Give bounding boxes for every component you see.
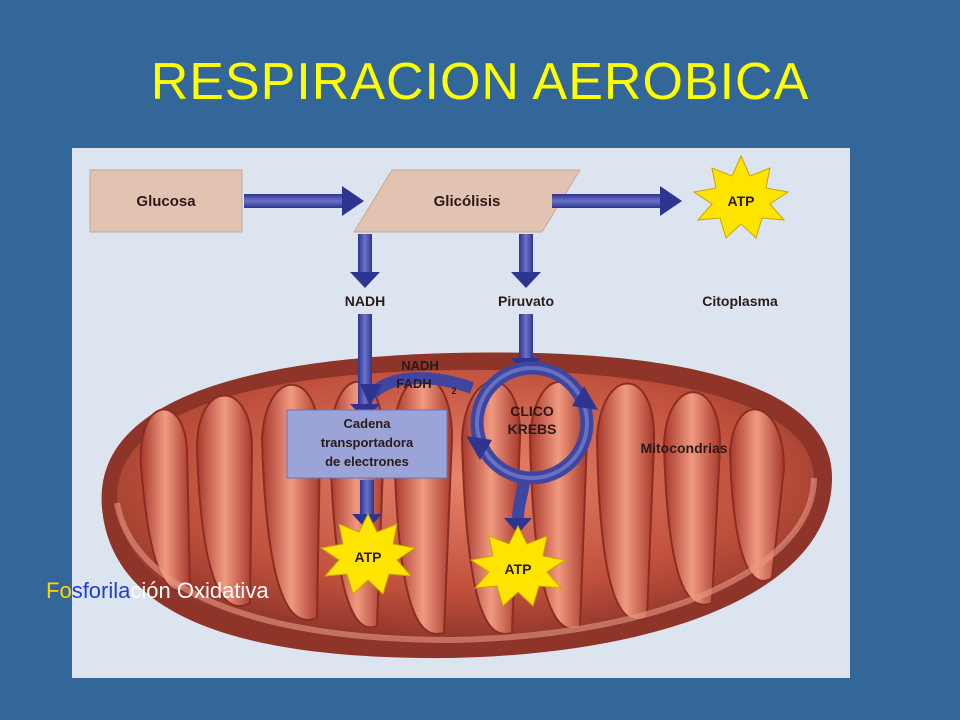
- fadh-label: FADH: [396, 376, 431, 391]
- glucosa-label: Glucosa: [136, 193, 196, 210]
- arrow-glicolisis-atp: [552, 186, 682, 216]
- glicolisis-box: [353, 169, 581, 233]
- nadh-label: NADH: [345, 293, 385, 309]
- atp-top-label: ATP: [728, 193, 755, 209]
- fadh-subscript: 2: [451, 386, 456, 396]
- piruvato-label: Piruvato: [498, 293, 554, 309]
- arrow-to-piruvato: [511, 234, 541, 288]
- atp-left-label: ATP: [355, 549, 382, 565]
- citoplasma-label: Citoplasma: [702, 293, 778, 309]
- mitocondrias-label: Mitocondrias: [640, 440, 727, 456]
- krebs-cycle-ring: [466, 361, 598, 485]
- glucosa-box: [89, 169, 243, 233]
- ciclo-line2: KREBS: [507, 421, 556, 437]
- nadh2-label: NADH: [401, 358, 439, 373]
- cadena-line1: Cadena: [344, 416, 392, 431]
- atp-star-top: ATP: [692, 154, 790, 239]
- atp-star-left: ATP: [319, 512, 417, 595]
- cadena-box: [286, 409, 448, 479]
- arrow-krebs-to-chain: [360, 372, 474, 406]
- respiration-diagram: Glucosa Glicólisis ATP NADH Piruvato Cit: [89, 154, 832, 659]
- caption-part2: sforila: [71, 578, 131, 603]
- cadena-line3: de electrones: [325, 454, 409, 469]
- cadena-line2: transportadora: [321, 435, 414, 450]
- mitochondrion: [101, 352, 832, 659]
- caption-part3: ción Oxidativa: [130, 578, 269, 603]
- arrow-to-nadh: [350, 234, 380, 288]
- caption-part1: Fo: [46, 578, 72, 603]
- arrow-glucosa-glicolisis: [244, 186, 364, 216]
- atp-star-right: ATP: [469, 524, 567, 607]
- slide-title: RESPIRACION AEROBICA: [150, 53, 810, 111]
- caption-fosforilacion: Fosforilación Oxidativa: [46, 578, 269, 604]
- glicolisis-label: Glicólisis: [434, 193, 501, 210]
- atp-right-label: ATP: [505, 561, 532, 577]
- diagram-figure: Glucosa Glicólisis ATP NADH Piruvato Cit: [72, 148, 850, 678]
- ciclo-line1: CLICO: [510, 403, 554, 419]
